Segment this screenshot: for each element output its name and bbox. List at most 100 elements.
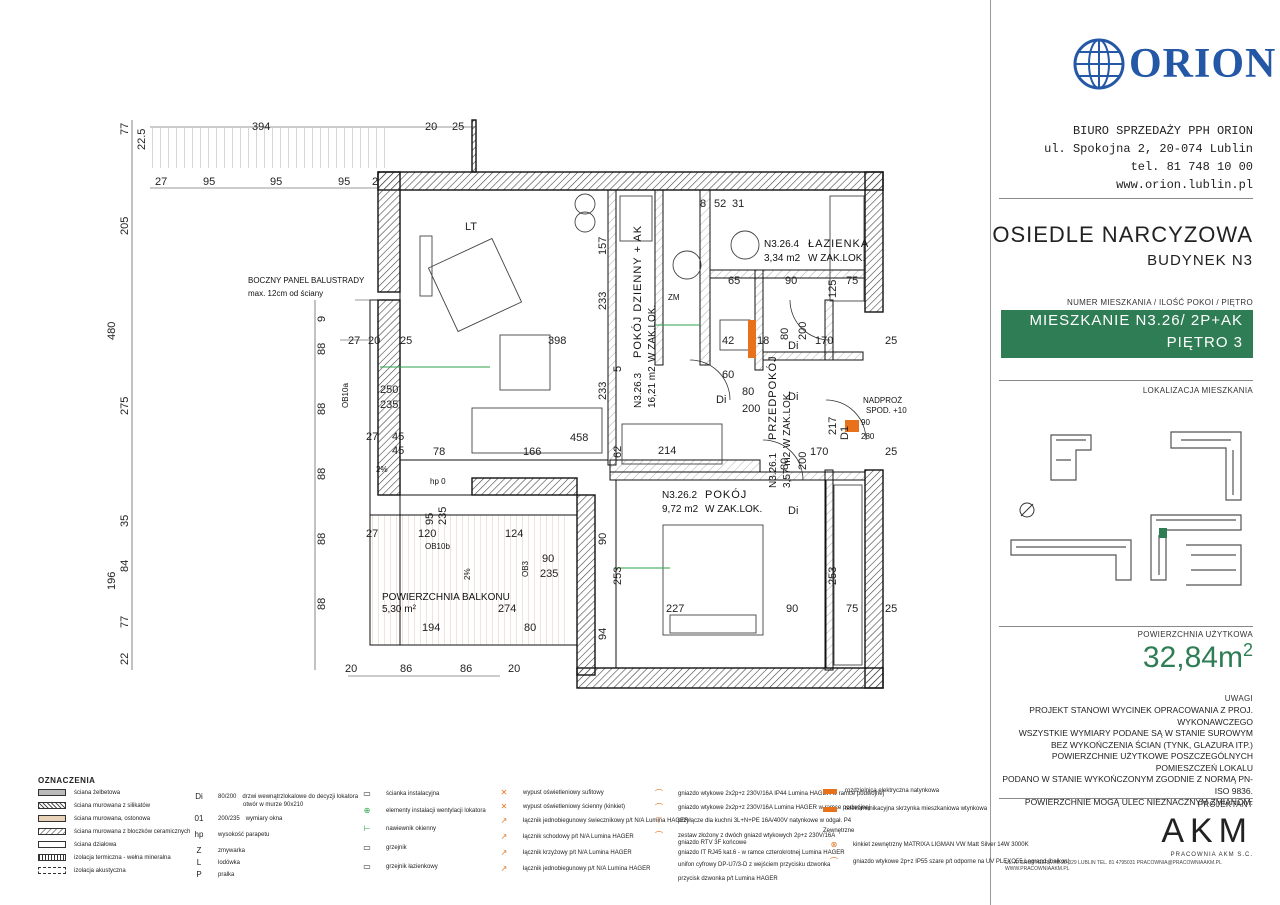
svg-text:80: 80 [779,328,791,340]
svg-text:95: 95 [424,513,436,525]
svg-text:22: 22 [119,653,131,665]
svg-text:25: 25 [400,335,412,347]
svg-text:90: 90 [785,275,797,287]
legend-item: gniazdo RTV 3F końcowe [678,840,747,846]
svg-text:N3.26.4: N3.26.4 [764,239,799,250]
legend-item: ⊢nawiewnik okienny [356,824,437,833]
legend-item: otwór w murze 90x210 [243,802,304,808]
legend-item: ✕wypust oświetleniowy ścienny (kinkiet) [500,802,626,811]
svg-text:124: 124 [505,528,523,540]
orion-logo: ORION [1073,38,1276,90]
legend-item: ściana murowana z bloczków ceramicznych [38,828,190,835]
svg-text:94: 94 [597,628,609,640]
svg-text:N3.26.2: N3.26.2 [662,490,697,501]
designer-sub: PRACOWNIA AKM S.C. [1170,852,1253,858]
svg-text:90: 90 [542,553,554,565]
svg-text:235: 235 [437,507,449,525]
svg-text:166: 166 [523,446,541,458]
svg-text:200: 200 [742,403,760,415]
svg-text:35: 35 [119,515,131,527]
svg-text:25: 25 [885,335,897,347]
legend-item: izolacja akustyczna [38,867,126,874]
legend-item: rozdzielnica elektryczna natynkowa [823,788,939,794]
svg-text:20: 20 [368,335,380,347]
room-outlines [369,189,827,669]
location-map [1010,431,1242,586]
location-label: LOKALIZACJA MIESZKANIA [1142,386,1253,395]
svg-text:27: 27 [366,528,378,540]
svg-text:25: 25 [452,121,464,133]
svg-text:80: 80 [779,458,791,470]
divider [999,380,1253,381]
svg-text:214: 214 [658,445,676,457]
ventilation-lines [380,324,700,569]
website-link[interactable]: www.orion.lublin.pl [1116,178,1253,192]
apartment-location-marker [1159,528,1167,538]
building-name: BUDYNEK N3 [1147,252,1253,269]
legend-item: ⌒gniazdo wtykowe 2x2p+z 230V/16A Lumina … [655,803,870,812]
svg-text:77: 77 [119,616,131,628]
svg-text:235: 235 [380,399,398,411]
svg-text:W ZAK.LOK.: W ZAK.LOK. [705,504,762,515]
svg-text:233: 233 [597,382,609,400]
svg-text:84: 84 [119,560,131,572]
svg-text:90: 90 [861,418,870,427]
svg-text:235: 235 [540,568,558,580]
notes-label: UWAGI [1224,694,1253,703]
svg-text:BOCZNY PANEL BALUSTRADY: BOCZNY PANEL BALUSTRADY [248,276,365,285]
svg-text:77: 77 [119,123,131,135]
legend-item: ↗łącznik jednobiegunowy p/t N/A Lumina H… [500,864,651,873]
legend-item: ściana żelbetowa [38,789,120,796]
furniture [419,193,865,666]
sales-office: BIURO SPRZEDAŻY PPH ORION ul. Spokojna 2… [1044,124,1253,192]
legend-item: ściana działowa [38,841,116,848]
telecom-box [845,420,859,432]
svg-text:398: 398 [548,335,566,347]
svg-text:3,57 m2: 3,57 m2 [782,451,793,488]
svg-text:16,21 m2: 16,21 m2 [647,366,658,408]
legend-item: przycisk dzwonka p/t Lumina HAGER [678,876,778,882]
svg-text:ŁAZIENKA: ŁAZIENKA [808,238,869,250]
legend-item: gniazdo IT RJ45 kat.6 - w ramce czterokr… [678,850,845,856]
svg-text:25: 25 [885,603,897,615]
svg-text:88: 88 [316,343,328,355]
notes-text: PROJEKT STANOWI WYCINEK OPRACOWANIA Z PR… [1002,705,1253,807]
svg-text:205: 205 [119,217,131,235]
svg-text:31: 31 [732,198,744,210]
legend-item: ⊤przyłącze dla kuchni 3L+N+PE 16A/400V n… [655,816,852,825]
svg-text:170: 170 [810,446,828,458]
svg-text:OB3: OB3 [521,560,530,577]
legend-item: ⊗kinkiet zewnętrzny MATRIXA LIGMAN VW Ma… [830,840,1029,849]
legend-item: ▭grzejnik [363,843,407,852]
svg-text:LT: LT [465,221,477,233]
room-bath-label: N3.26.4 ŁAZIENKA 3,34 m2 W ZAK.LOK. [764,238,869,264]
svg-text:90: 90 [597,533,609,545]
svg-text:hp 0: hp 0 [430,477,446,486]
svg-text:W ZAK.LOK.: W ZAK.LOK. [647,305,658,362]
svg-text:75: 75 [846,275,858,287]
legend-item: unifon cyfrowy DP-U7/3-D z wejściem przy… [678,862,831,868]
legend-item: ściana murowana, ostonowa [38,815,150,822]
inlet-icon: ⊢ [363,824,371,833]
svg-text:90: 90 [786,603,798,615]
svg-text:ZM: ZM [668,293,680,302]
svg-text:3,34 m2: 3,34 m2 [764,253,801,264]
legend-item: ✕wypust oświetleniowy sufitowy [500,788,604,797]
svg-text:5: 5 [612,366,624,372]
svg-text:80: 80 [524,622,536,634]
svg-text:9,72 m2: 9,72 m2 [662,504,699,515]
svg-text:POKÓJ: POKÓJ [705,488,747,501]
svg-text:253: 253 [827,567,839,585]
usable-area-value: 32,84m2 [1142,640,1253,674]
designer-logo: AKM [1161,812,1253,850]
door-swings [689,299,867,481]
svg-text:200: 200 [797,322,809,340]
svg-text:42: 42 [722,335,734,347]
svg-text:120: 120 [418,528,436,540]
title-block: ORION BIURO SPRZEDAŻY PPH ORION ul. Spok… [990,0,1280,905]
svg-text:480: 480 [106,322,118,340]
svg-text:OB10b: OB10b [425,542,450,551]
